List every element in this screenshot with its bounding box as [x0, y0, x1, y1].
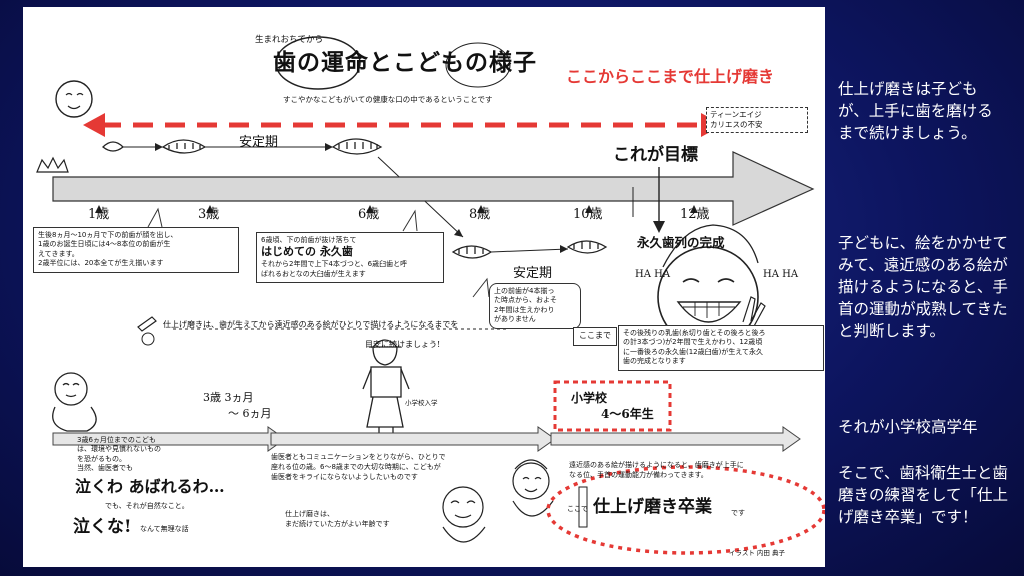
box-line: 1歳のお誕生日頃には4〜8本位の前歯が生 — [38, 240, 171, 249]
box-line: 生後8ヵ月〜10ヵ月で下の前歯が顔を出し、 — [38, 231, 178, 239]
text-line: 歯医者をキライにならないようしたいものです — [271, 472, 418, 481]
age-8: 8歳 — [469, 207, 491, 222]
box-highlight: はじめての 永久歯 — [261, 245, 353, 259]
age-3: 3歳 — [198, 207, 220, 222]
stable-period-box: 上の前歯が4本揃っ た時点から、およそ 2年間は生えかわり がありません — [489, 283, 581, 329]
timeline-arrow — [52, 151, 815, 226]
pencil-note-line2: 目安に続けましょう! — [365, 340, 441, 349]
graduation-highlight-ellipse — [546, 465, 825, 555]
haha-left: HA HA — [635, 269, 671, 280]
infant-teeth-box: 生後8ヵ月〜10ヵ月で下の前歯が顔を出し、 1歳のお誕生日頃には4〜8本位の前歯… — [33, 227, 239, 273]
explanation-paragraph-3: それが小学校高学年 — [838, 418, 978, 436]
age-6: 6歳 — [358, 207, 380, 222]
age-6m-label: 〜 6ヵ月 — [228, 407, 272, 420]
explanation-paragraph-4: そこで、歯科衛生士と歯磨きの練習をして「仕上げ磨き卒業」です！ — [838, 464, 1009, 526]
graduation-post: です — [731, 509, 745, 517]
box-line: 上の前歯が4本揃っ — [494, 287, 555, 295]
text-line: 当然、歯医者でも — [77, 464, 133, 473]
teen-box-line: ティーンエイジ — [710, 110, 762, 119]
age-1: 1歳 — [88, 207, 110, 222]
text-line: は、環境や見慣れないもの — [77, 445, 161, 454]
text-line: を恐がるもの。 — [77, 454, 126, 463]
scholar-note: 小学校入学 — [405, 399, 438, 407]
graduation-pre: ここで — [567, 505, 588, 513]
first-permanent-tooth-box: 6歳頃、下の前歯が抜け落ちて はじめての 永久歯 それから2年間で上下4本づつと… — [256, 232, 444, 284]
mid-age-note: 仕上げ磨きは、 まだ続けていた方がよい年齢です — [285, 510, 390, 530]
explanation-paragraph-1: 仕上げ磨きは子どもが、上手に歯を磨けるまで続けましょう。 — [838, 80, 993, 142]
box-line: それから2年間で上下4本づつと、6歳臼歯と呼 — [261, 260, 408, 269]
text-line: 座れる位の歳。6〜8歳までの大切な時期に、こどもが — [271, 462, 441, 471]
grade-highlight-box — [553, 380, 672, 432]
early-child-text: 3歳6ヵ月位までのこども は、環境や見慣れないもの を恐がるもの。 当然、歯医者… — [77, 436, 161, 474]
box-line: 2年間は生えかわり — [494, 305, 555, 314]
stable-period-2-label: 安定期 — [513, 266, 553, 281]
text-line: 仕上げ磨きは、 — [285, 510, 334, 518]
permanent-complete-box: その後残りの乳歯(糸切り歯とその後ろと後ろ の計3本づつ)が2年間で生えかわり、… — [618, 325, 824, 371]
teen-box-line: カリエスの不安 — [710, 119, 763, 129]
permanent-complete-label: 永久歯列の完成 — [637, 235, 725, 250]
wrist-ability-text: 遠近感のある絵が描けるようになると、歯磨きが上手に なる位、手首の運動能力が備わ… — [569, 461, 744, 481]
title-small: 生まれおちてから — [255, 35, 324, 45]
text-line: なる位、手首の運動能力が備わってきます。 — [569, 470, 708, 479]
illustration-credit: イラスト 内田 典子 — [729, 549, 786, 557]
title-main: 歯の運命とこどもの様子 — [273, 49, 537, 76]
school-girl — [362, 339, 410, 445]
box-line: ばれるおとなの大臼歯が生えます — [261, 269, 366, 278]
kokomade-label: ここまで — [573, 327, 617, 346]
pencil-note-line1: 仕上げ磨きは、歯が生えてから遠近感のある絵がひとりで描けるようになるまでを — [163, 320, 459, 329]
title-subtitle: すこやかなこどもがいての健康な口の中であるということです — [283, 95, 493, 104]
goal-label: これが目標 — [613, 145, 698, 165]
red-heading: ここからここまで仕上げ磨き — [566, 67, 775, 86]
age-10: 10歳 — [573, 207, 603, 222]
text-line: 3歳6ヵ月位までのこども — [77, 436, 156, 444]
age-12: 12歳 — [680, 207, 710, 222]
box-line: その後残りの乳歯(糸切り歯とその後ろと後ろ — [623, 329, 766, 337]
box-line: 2歳半位には、20本全てが生え揃います — [38, 259, 164, 268]
teen-caries-box: ティーンエイジ カリエスの不安 — [706, 107, 808, 133]
baby-face — [55, 80, 93, 118]
but-text: でも、それが自然なこと。 — [105, 502, 189, 510]
impossible-text: なんて無理な話 — [140, 525, 189, 533]
box-line: えてきます。 — [38, 249, 79, 258]
text-line: まだ続けていた方がよい年齢です — [285, 519, 390, 528]
nakuna-text: 泣くな! — [73, 517, 132, 537]
grade-school: 小学校 — [571, 391, 608, 405]
text-line: 歯医者ともコミュニケーションをとりながら、ひとりで — [271, 453, 446, 461]
box-line: がありません — [494, 315, 536, 324]
stable-period-label: 安定期 — [239, 135, 279, 150]
sitting-baby — [52, 372, 97, 432]
text-line: 遠近感のある絵が描けるようになると、歯磨きが上手に — [569, 461, 744, 469]
box-line: の計3本づつ)が2年間で生えかわり、12歳頃 — [623, 338, 763, 347]
graduation-main: 仕上げ磨き卒業 — [593, 497, 712, 517]
box-line: 歯の完成となります — [623, 357, 686, 366]
parent-child-brushing — [442, 459, 554, 543]
slide-illustration: 生まれおちてから 歯の運命とこどもの様子 すこやかなこどもがいての健康な口の中で… — [23, 7, 825, 567]
explanation-paragraph-2: 子どもに、絵をかかせてみて、遠近感のある絵が描けるようになると、手首の運動が成熟… — [838, 234, 1009, 340]
cry-text: 泣くわ あばれるわ… — [75, 477, 225, 496]
haha-right: HA HA — [763, 269, 799, 280]
age-3y-label: 3歳 3ヵ月 — [203, 391, 254, 404]
box-line: た時点から、およそ — [494, 296, 557, 305]
box-line: 6歳頃、下の前歯が抜け落ちて — [261, 236, 357, 244]
box-line: に一番後ろの永久歯(12歳臼歯)が生えて永久 — [623, 347, 764, 356]
grade-range: 4〜6年生 — [601, 407, 654, 421]
mid-age-text: 歯医者ともコミュニケーションをとりながら、ひとりで 座れる位の歳。6〜8歳までの… — [271, 453, 446, 482]
